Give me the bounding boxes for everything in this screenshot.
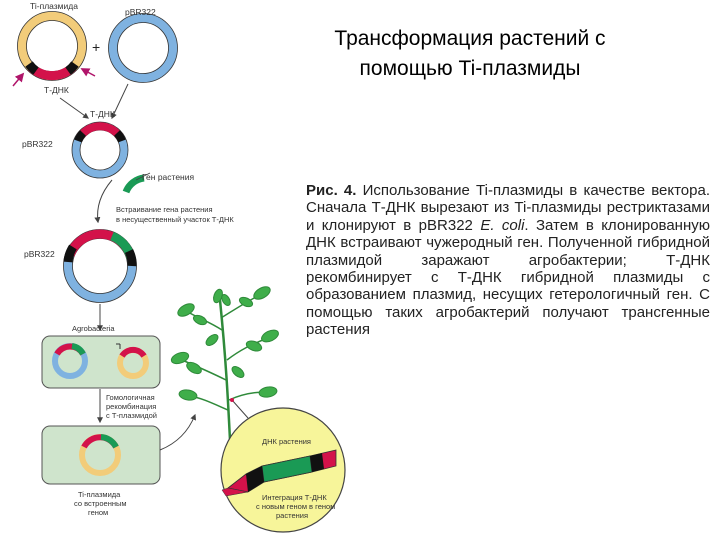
ti-plasmid-label: Ti-плазмида [30, 1, 78, 11]
result-line3: геном [88, 508, 108, 517]
infection-site-marker [230, 398, 234, 402]
arrow-infect-plant [160, 415, 195, 450]
integration-line2: с новым геном в геном [256, 502, 335, 511]
recomb-line2: рекомбинация [106, 402, 156, 411]
slide-title-line2: помощью Ti-плазмиды [290, 54, 650, 84]
insertion-line2: в несущественный участок Т-ДНК [116, 215, 234, 224]
slide-title-line1: Трансформация растений с [290, 24, 650, 54]
pbr322-cloned [72, 122, 128, 178]
integration-line1: Интеграция Т-ДНК [262, 493, 327, 502]
result-line1: Ti-плазмида [78, 490, 121, 499]
caption-fig-label: Рис. 4. [306, 182, 356, 199]
t-dna-label-2: Т-ДНК [90, 109, 115, 119]
result-line2: со встроенным [74, 499, 127, 508]
recomb-line1: Гомологичная [106, 393, 155, 402]
integration-line3: растения [276, 511, 308, 520]
insertion-line1: Встраивание гена растения [116, 205, 213, 214]
pbr322-hybrid-label: pBR322 [24, 249, 55, 259]
caption-species: E. coli [480, 217, 524, 234]
cut-site-arrow-left [13, 74, 23, 86]
arrow-ti-to-clone [60, 98, 88, 118]
pbr322-mid-label: pBR322 [22, 139, 53, 149]
agrobacterium-cell-2 [42, 426, 160, 484]
caption-part2: . Затем в клонированную ДНК встраивают ч… [306, 217, 710, 338]
pbr322-top-label: pBR322 [125, 7, 156, 17]
recomb-line3: с Т-плазмидой [106, 411, 157, 420]
agrobacteria-label: Agrobacteria [72, 324, 115, 333]
cut-site-arrow-right [82, 69, 95, 76]
agrobacterium-cell-1 [42, 336, 160, 388]
t-dna-label: Т-ДНК [44, 85, 69, 95]
zoom-pointer [232, 400, 248, 418]
slide-title: Трансформация растений с помощью Ti-плаз… [290, 24, 650, 84]
ti-plasmid-top [18, 12, 87, 81]
figure-caption: Рис. 4. Использование Ti-плазмиды в каче… [306, 182, 710, 339]
plant-dna-label: ДНК растения [262, 437, 311, 446]
plus-sign: + [92, 39, 100, 55]
arrow-insertion [98, 180, 112, 222]
plant-gene-label: Ген растения [142, 172, 194, 182]
pbr322-hybrid [64, 230, 137, 303]
pbr322-top [109, 14, 178, 83]
